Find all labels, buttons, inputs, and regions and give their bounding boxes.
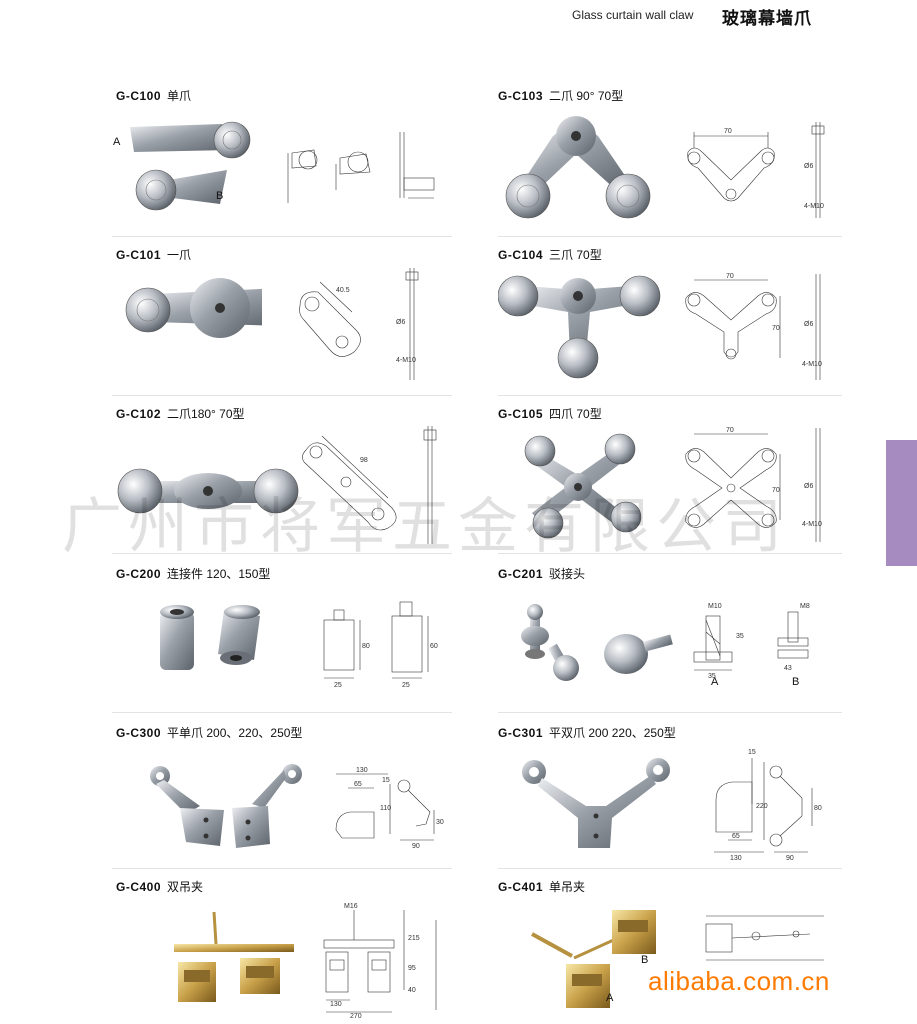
header-title-cn: 玻璃幕墙爪 xyxy=(722,9,812,28)
svg-text:220: 220 xyxy=(756,803,768,810)
svg-text:35: 35 xyxy=(708,673,716,680)
svg-text:110: 110 xyxy=(380,805,391,812)
g-c300-photo xyxy=(150,764,302,848)
g-c200-drawing: 80 25 60 25 xyxy=(323,601,438,689)
sub-label-a: A xyxy=(711,676,719,688)
svg-text:90: 90 xyxy=(412,843,420,850)
g-c401-drawing xyxy=(705,915,824,961)
g-c103-drawing: 70 Ø6 4-M10 xyxy=(687,122,825,218)
svg-text:80: 80 xyxy=(362,643,370,650)
g-c100-drawing xyxy=(287,132,435,203)
svg-text:270: 270 xyxy=(350,1013,362,1020)
g-c200-photo xyxy=(160,605,260,670)
g-c301-drawing: 15 220 80 65 130 90 xyxy=(714,749,822,862)
side-color-tab xyxy=(886,440,917,566)
svg-text:70: 70 xyxy=(772,325,780,332)
svg-text:30: 30 xyxy=(436,819,444,826)
header-title-en: Glass curtain wall claw xyxy=(572,8,694,22)
svg-text:60: 60 xyxy=(430,643,438,650)
svg-text:4-M10: 4-M10 xyxy=(802,521,822,528)
svg-text:Ø6: Ø6 xyxy=(396,319,405,326)
svg-text:40: 40 xyxy=(408,987,416,994)
svg-text:130: 130 xyxy=(356,767,368,774)
sub-label-b: B xyxy=(792,676,800,688)
svg-text:15: 15 xyxy=(748,749,756,756)
svg-text:4-M10: 4-M10 xyxy=(396,357,416,364)
g-c201-drawing: M10 35 35 M8 43 xyxy=(693,603,810,680)
svg-text:65: 65 xyxy=(354,781,362,788)
svg-text:70: 70 xyxy=(726,427,734,434)
svg-text:4-M10: 4-M10 xyxy=(804,203,824,210)
g-c104-photo xyxy=(498,275,661,379)
svg-text:90: 90 xyxy=(786,855,794,862)
divider xyxy=(112,712,452,713)
svg-text:70: 70 xyxy=(724,128,732,135)
g-c102-drawing: 98 xyxy=(302,426,437,544)
sub-label-a: A xyxy=(606,992,614,1004)
g-c400-drawing: M16 215 95 40 130 270 xyxy=(323,903,437,1020)
divider xyxy=(498,553,842,554)
divider xyxy=(498,236,842,237)
g-c101-photo xyxy=(125,278,262,338)
g-c101-drawing: 40.5 Ø6 4-M10 xyxy=(299,268,419,380)
svg-text:15: 15 xyxy=(382,777,390,784)
svg-text:4-M10: 4-M10 xyxy=(802,361,822,368)
sub-label-b: B xyxy=(216,190,224,202)
svg-text:70: 70 xyxy=(772,487,780,494)
divider xyxy=(112,395,452,396)
divider xyxy=(498,868,842,869)
svg-text:25: 25 xyxy=(402,682,410,689)
svg-text:25: 25 xyxy=(334,682,342,689)
g-c300-drawing: 130 65 15 110 30 90 xyxy=(335,767,444,850)
svg-text:215: 215 xyxy=(408,935,420,942)
svg-text:70: 70 xyxy=(726,273,734,280)
svg-text:Ø6: Ø6 xyxy=(804,163,813,170)
svg-text:95: 95 xyxy=(408,965,416,972)
g-c100-photo xyxy=(130,121,251,211)
divider xyxy=(112,236,452,237)
svg-text:40.5: 40.5 xyxy=(336,287,350,294)
svg-text:98: 98 xyxy=(360,457,368,464)
divider xyxy=(112,868,452,869)
g-c201-photo xyxy=(521,604,673,681)
svg-text:43: 43 xyxy=(784,665,792,672)
g-c400-photo xyxy=(174,911,294,1002)
svg-text:Ø6: Ø6 xyxy=(804,483,813,490)
g-c103-photo xyxy=(505,116,651,219)
svg-text:M10: M10 xyxy=(708,603,722,610)
svg-text:130: 130 xyxy=(330,1001,342,1008)
g-c104-drawing: 70 70 Ø6 4-M10 xyxy=(685,273,822,380)
svg-text:80: 80 xyxy=(814,805,822,812)
g-c102-photo xyxy=(117,468,299,514)
g-c401-photo xyxy=(531,910,656,1008)
g-c105-photo xyxy=(524,433,642,539)
svg-text:M8: M8 xyxy=(800,603,810,610)
svg-text:Ø6: Ø6 xyxy=(804,321,813,328)
sub-label-a: A xyxy=(113,136,121,148)
divider xyxy=(498,395,842,396)
alibaba-logo: alibaba.com.cn xyxy=(648,966,830,996)
svg-text:65: 65 xyxy=(732,833,740,840)
svg-text:130: 130 xyxy=(730,855,742,862)
divider xyxy=(498,712,842,713)
g-c301-photo xyxy=(522,758,670,848)
g-c105-drawing: 70 70 Ø6 4-M10 xyxy=(685,427,822,542)
divider xyxy=(112,553,452,554)
svg-text:35: 35 xyxy=(736,633,744,640)
svg-text:M16: M16 xyxy=(344,903,358,910)
sub-label-b: B xyxy=(641,954,649,966)
